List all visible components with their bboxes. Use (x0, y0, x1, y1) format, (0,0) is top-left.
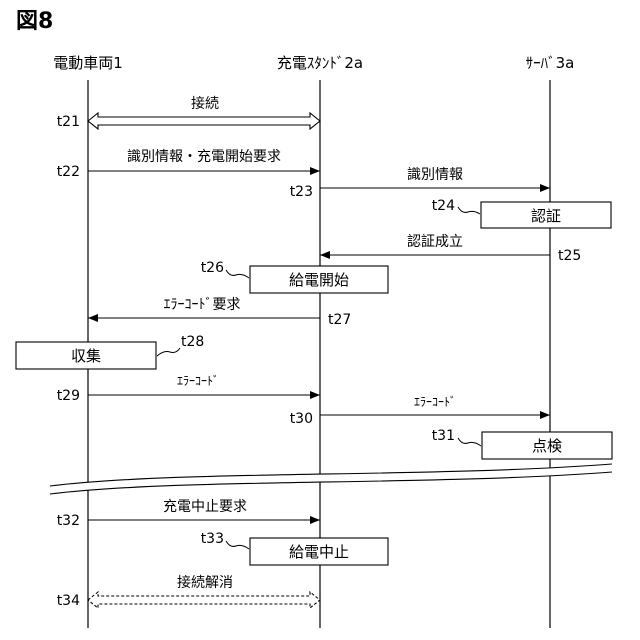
leader-t33 (226, 541, 249, 549)
label-id-charge-request: 識別情報・充電開始要求 (127, 149, 281, 165)
time-t23: t23 (290, 184, 313, 200)
actor-server: ｻｰﾊﾞ3a (526, 54, 575, 72)
label-disconnect: 接続解消 (177, 574, 233, 591)
timeline-break (50, 464, 612, 494)
time-t28: t28 (181, 334, 204, 350)
label-error-code-1: ｴﾗｰｺｰﾄﾞ (177, 374, 219, 388)
figure-label: 図8 (16, 9, 53, 34)
label-connect: 接続 (191, 95, 219, 112)
time-t22: t22 (57, 164, 80, 180)
box-inspect-label: 点検 (532, 437, 562, 455)
time-t34: t34 (57, 593, 80, 609)
label-error-code-request: ｴﾗｰｺｰﾄﾞ要求 (164, 297, 241, 313)
leader-t26 (226, 270, 249, 278)
box-collect-label: 収集 (71, 347, 101, 365)
leader-t31 (458, 438, 481, 446)
box-auth-label: 認証 (531, 207, 561, 225)
time-t29: t29 (57, 388, 80, 404)
label-stop-charge-request: 充電中止要求 (163, 499, 247, 515)
time-t32: t32 (57, 513, 80, 529)
time-t24: t24 (432, 198, 455, 214)
time-t26: t26 (201, 260, 224, 276)
time-t31: t31 (432, 428, 455, 444)
box-start-power-label: 給電開始 (289, 271, 349, 289)
label-auth-success: 認証成立 (407, 234, 463, 250)
message-connect (88, 113, 320, 129)
time-t30: t30 (290, 411, 313, 427)
time-t21: t21 (57, 114, 80, 130)
leader-t28 (157, 348, 180, 356)
label-error-code-2: ｴﾗｰｺｰﾄﾞ (414, 395, 456, 409)
box-stop-power-label: 給電中止 (289, 543, 349, 561)
message-disconnect (88, 592, 320, 608)
time-t27: t27 (328, 312, 351, 328)
actor-station: 充電ｽﾀﾝﾄﾞ2a (277, 54, 363, 72)
label-id-info: 識別情報 (407, 167, 463, 183)
time-t25: t25 (558, 248, 581, 264)
leader-t24 (458, 207, 480, 214)
time-t33: t33 (201, 531, 224, 547)
actor-vehicle: 電動車両1 (53, 54, 123, 72)
